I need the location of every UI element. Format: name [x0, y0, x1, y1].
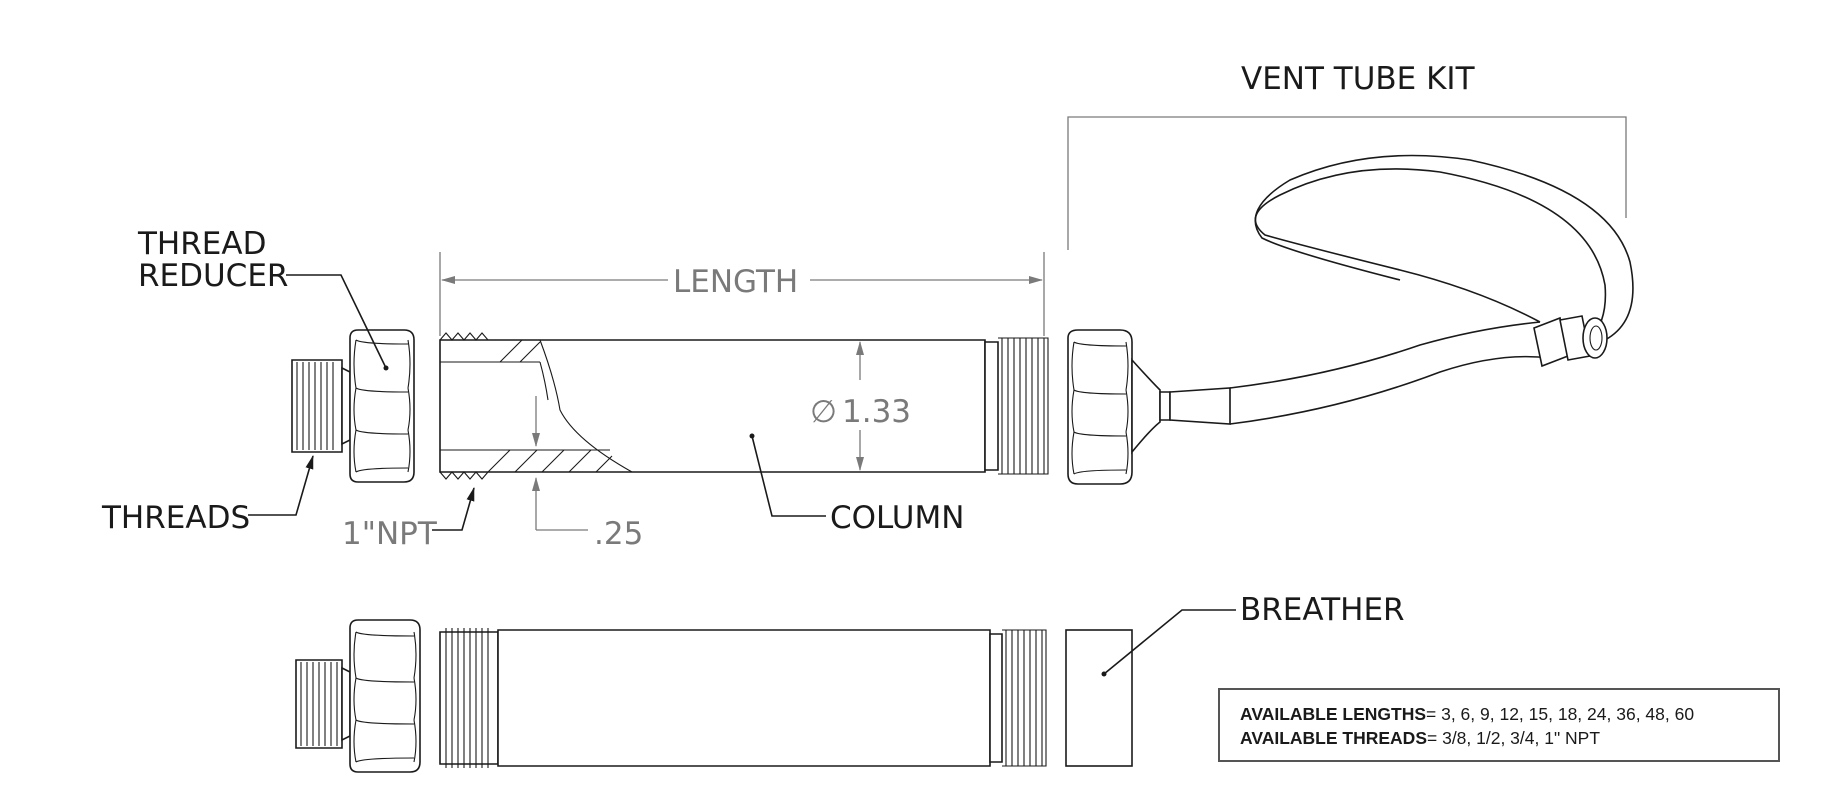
- column-label: COLUMN: [830, 500, 964, 536]
- available-lengths-label: AVAILABLE LENGTHS: [1240, 704, 1427, 724]
- thread-reducer-bottom: [295, 619, 421, 773]
- vent-tube-kit: [1067, 154, 1634, 485]
- available-threads-label: AVAILABLE THREADS: [1240, 728, 1427, 748]
- npt-leader: [432, 487, 475, 531]
- thread-reducer-leader: [286, 274, 387, 369]
- diameter-symbol: ∅: [810, 394, 837, 430]
- column-bottom: [439, 628, 1047, 768]
- npt-label: 1"NPT: [342, 516, 438, 552]
- breather-label: BREATHER: [1240, 592, 1405, 628]
- threads-leader: [248, 455, 314, 516]
- thread-reducer-top: [291, 329, 415, 483]
- breather: [1065, 629, 1133, 767]
- available-lengths-value: = 3, 6, 9, 12, 15, 18, 24, 36, 48, 60: [1426, 704, 1695, 724]
- diameter-label: 1.33: [842, 394, 911, 430]
- vent-tube-kit-bracket: [1067, 116, 1627, 250]
- column-top: [439, 332, 1049, 480]
- length-label: LENGTH: [673, 264, 798, 300]
- vent-tube-kit-label: VENT TUBE KIT: [1241, 61, 1476, 97]
- available-lengths-row: AVAILABLE LENGTHS= 3, 6, 9, 12, 15, 18, …: [1240, 702, 1758, 726]
- thread-reducer-label-line1: THREAD: [137, 226, 266, 262]
- length-dimension: [439, 252, 1045, 336]
- available-threads-value: = 3/8, 1/2, 3/4, 1" NPT: [1427, 728, 1601, 748]
- wall-dimension: [532, 396, 588, 531]
- breather-leader: [1103, 609, 1236, 675]
- availability-box: AVAILABLE LENGTHS= 3, 6, 9, 12, 15, 18, …: [1218, 688, 1780, 762]
- column-leader: [751, 435, 826, 517]
- wall-label: .25: [594, 516, 643, 552]
- thread-reducer-label-line2: REDUCER: [138, 258, 288, 294]
- available-threads-row: AVAILABLE THREADS= 3/8, 1/2, 3/4, 1" NPT: [1240, 726, 1758, 750]
- threads-label: THREADS: [101, 500, 250, 536]
